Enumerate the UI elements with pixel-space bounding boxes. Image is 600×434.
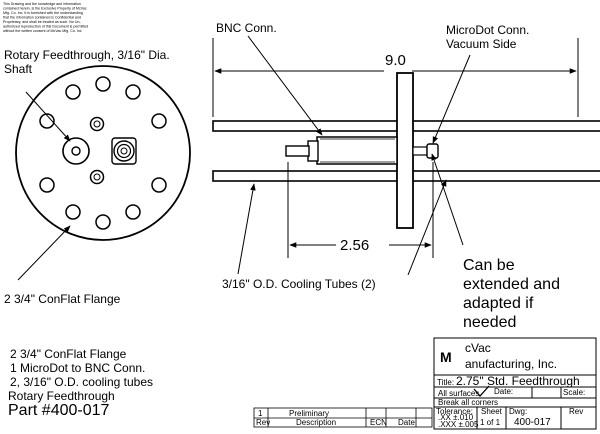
bnc-label: BNC Conn. [216, 21, 277, 35]
title-label: Title: [437, 378, 454, 387]
tolerance-xxx: .XXX ±.005 [438, 420, 479, 429]
tube-port [89, 116, 105, 132]
bom-item: 2, 3/16" O.D. cooling tubes [10, 375, 153, 389]
bolt-hole [95, 214, 111, 230]
cooling-tube-leader [237, 183, 256, 275]
bolt-hole [39, 177, 55, 193]
rotary-label: Rotary Feedthrough, 3/16" Dia. [4, 48, 170, 62]
rotary-leader [25, 91, 71, 142]
bnc-housing [111, 137, 137, 165]
rotary-body [62, 137, 90, 165]
all-surfaces-label: All surfaces [438, 389, 479, 398]
flange-outline [15, 65, 191, 241]
cooling-tubes-label: 3/16" O.D. Cooling Tubes (2) [222, 277, 376, 291]
inner-dimension: 2.56 [340, 237, 369, 254]
sheet-value: 1 of 1 [480, 418, 501, 427]
revision-description: Preliminary [289, 409, 329, 418]
bnc-stub [285, 145, 310, 157]
part-number: Part #400-017 [8, 402, 110, 419]
dwg-number: 400-017 [514, 417, 551, 428]
microdot-stub [412, 146, 428, 156]
microdot-label: Vacuum Side [446, 37, 517, 51]
side-view [212, 35, 600, 276]
bolt-hole [39, 113, 55, 129]
disclaimer-line: contained herein, is the Exclusive Prope… [3, 7, 87, 11]
disclaimer-line: without the written consent of McVac Mfg… [3, 29, 82, 33]
rotary-shaft [71, 146, 81, 156]
tolerance-label: Tolerance: [436, 407, 473, 416]
rev-label: Rev [569, 407, 583, 416]
disclaimer-line: Mfg. Co. Inc. It is furnished with the u… [3, 11, 83, 15]
dwg-label: Dwg: [509, 407, 527, 416]
bolt-hole [151, 177, 167, 193]
disclaimer-line: Proprietary, and shall be treated as suc… [3, 20, 81, 24]
microdot-leader [432, 54, 471, 144]
sheet-label: Sheet [481, 407, 503, 416]
disclaimer-line: authorized reproduction of this Document… [3, 25, 88, 29]
rotary-label: Shaft [4, 62, 33, 76]
bolt-hole [125, 204, 141, 220]
tube-port [89, 169, 105, 185]
checkmark-icon [473, 385, 490, 397]
flange-label: 2 3/4" ConFlat Flange [4, 292, 121, 306]
disclaimer-text: This Drawing and the knowledge and infor… [3, 2, 88, 33]
tube-port-inner [93, 173, 101, 181]
bolt-hole [95, 76, 111, 92]
revision-header: ECN [370, 418, 387, 427]
flange-leader [17, 225, 71, 281]
disclaimer-line: that the information contained is Confid… [3, 16, 81, 20]
note-leader [431, 153, 464, 246]
bom-item: 1 MicroDot to BNC Conn. [10, 361, 145, 375]
flange-side [396, 72, 414, 229]
title-block [433, 337, 597, 430]
disclaimer-line: This Drawing and the knowledge and infor… [3, 2, 81, 6]
connector-body [316, 136, 398, 165]
note-text: Can be [463, 257, 515, 274]
note-text: extended and [463, 276, 560, 293]
drawing-title: 2.75" Std. Feedthrough [456, 374, 580, 388]
revision-table [253, 407, 433, 428]
note-text: needed [463, 314, 516, 331]
company-logo-m: M [440, 349, 452, 365]
bolt-hole [65, 84, 81, 100]
revision-header: Date [398, 418, 415, 427]
bnc-leader [247, 35, 323, 136]
bnc-middle [116, 143, 132, 159]
company-name: anufacturing, Inc. [465, 357, 557, 371]
bolt-hole [125, 84, 141, 100]
cooling-tube-leader [407, 179, 447, 276]
microdot-label: MicroDot Conn. [446, 23, 529, 37]
bnc-outer [113, 140, 135, 162]
bnc-pin [120, 147, 128, 155]
tolerance-xx: .XX ±.010 [438, 413, 474, 422]
company-name: cVac [465, 341, 491, 355]
bom-item: 2 3/4" ConFlat Flange [10, 347, 127, 361]
revision-header: Description [296, 418, 336, 427]
revision-header: Rev [256, 418, 270, 427]
bolt-hole [151, 113, 167, 129]
scale-label: Scale: [563, 388, 585, 397]
revision-number: 1 [258, 409, 263, 418]
date-label: Date: [494, 387, 513, 396]
overall-dimension: 9.0 [385, 52, 406, 69]
break-corners-label: Break all corners [438, 398, 498, 407]
tube-port-inner [93, 120, 101, 128]
bolt-hole [65, 204, 81, 220]
bom-item: Rotary Feedthrough [8, 389, 115, 403]
front-view [15, 65, 191, 281]
note-text: adapted if [463, 295, 534, 312]
